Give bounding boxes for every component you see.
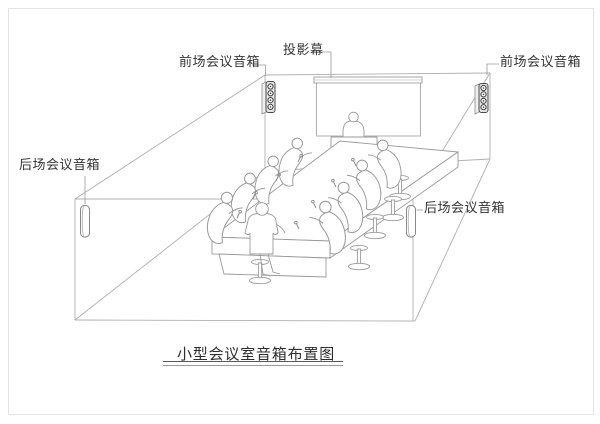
label-rear-speaker-right: 后场会议音箱 — [424, 201, 506, 216]
leader-lines — [84, 51, 499, 211]
title-underline — [163, 361, 343, 366]
front-speaker-left — [261, 81, 276, 115]
diagram-title: 小型会议室音箱布置图 — [177, 345, 336, 363]
label-projection-screen: 投影幕 — [283, 43, 324, 58]
front-speaker-right — [474, 83, 489, 115]
presenter — [342, 111, 365, 142]
rear-speaker-right — [406, 205, 416, 238]
rear-speaker-left — [80, 205, 90, 238]
label-front-speaker-right: 前场会议音箱 — [500, 55, 582, 70]
projection-screen — [313, 76, 423, 137]
label-front-speaker-left: 前场会议音箱 — [179, 55, 261, 70]
conference-table — [210, 140, 460, 278]
attendee-near — [244, 202, 286, 277]
stool-right-4 — [348, 244, 370, 271]
label-rear-speaker-left: 后场会议音箱 — [19, 158, 101, 173]
